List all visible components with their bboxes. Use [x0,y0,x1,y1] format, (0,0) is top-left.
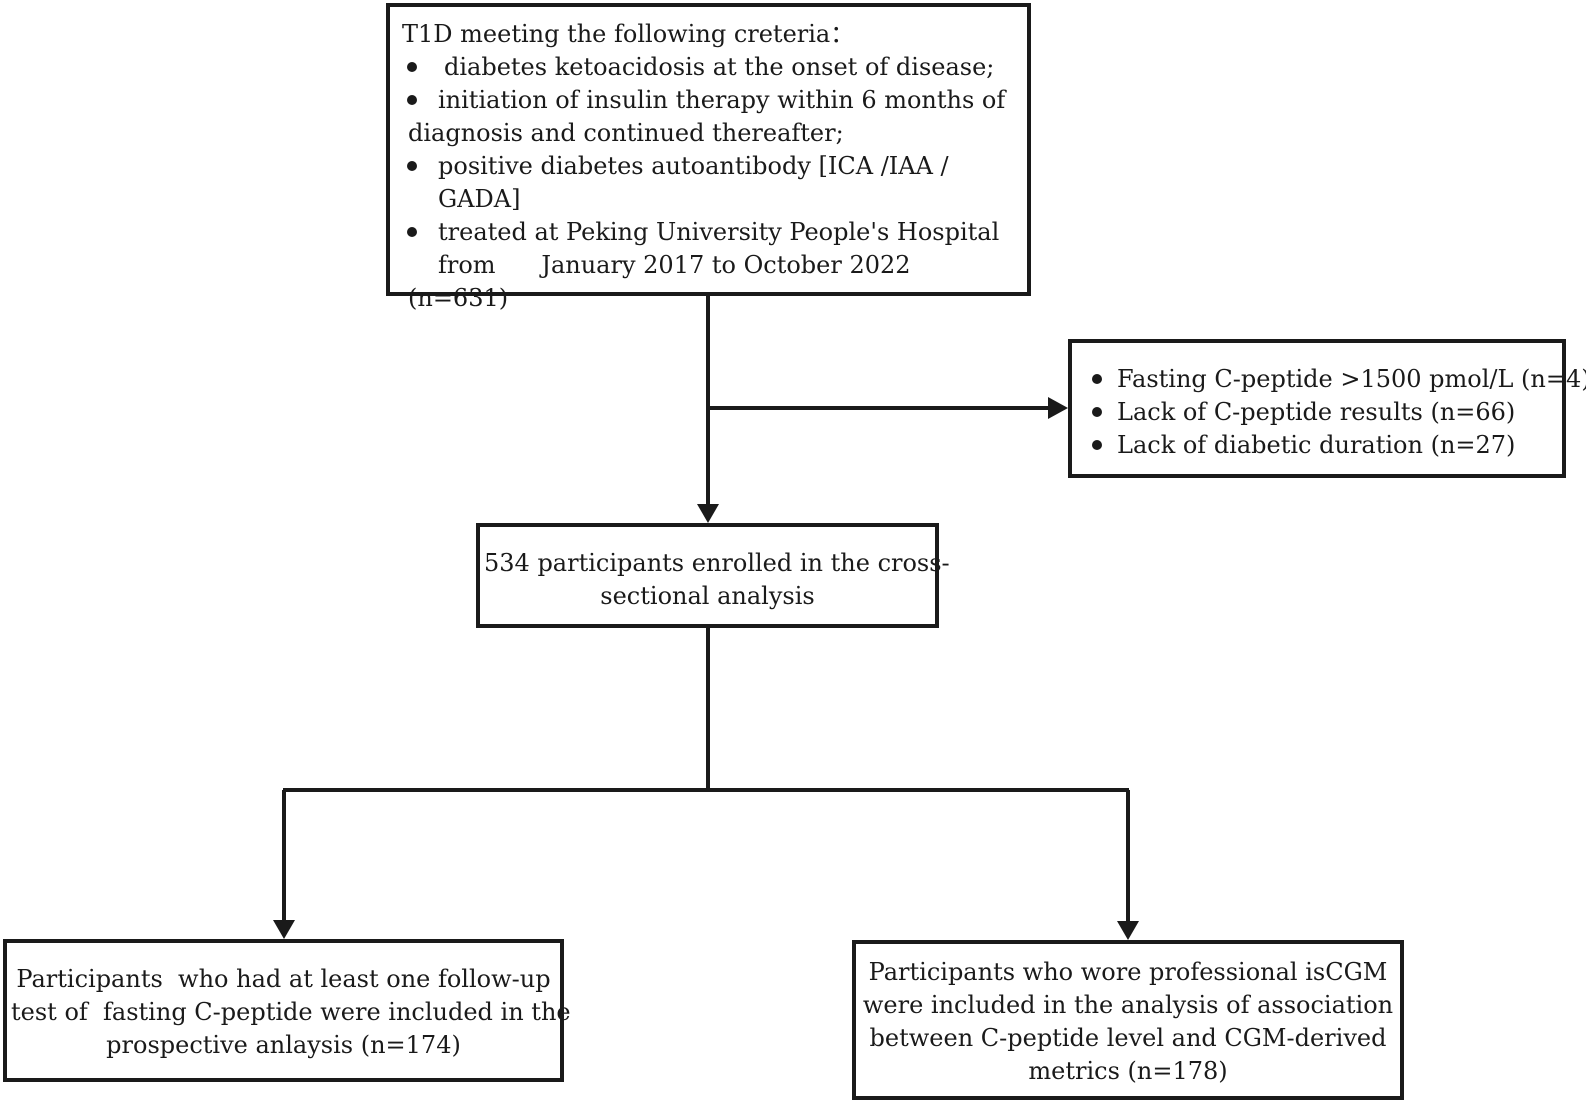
criteria-item-text: treated at Peking University People's Ho… [438,218,1000,246]
criteria-item-ketoacidosis: diabetes ketoacidosis at the onset of di… [402,51,1017,84]
bullet-icon [407,62,417,72]
exclusion-item-text: Lack of C-peptide results (n=66) [1117,398,1516,426]
bullet-icon [407,95,417,105]
exclusion-item-text: Fasting C-peptide >1500 pmol/L (n=4) [1117,365,1586,393]
enrolled-box: 534 participants enrolled in the cross- … [476,523,950,628]
iscgm-analysis-box: Participants who wore professional isCGM… [852,940,1404,1100]
criteria-item-text: positive diabetes autoantibody [ICA /IAA… [438,152,949,213]
criteria-count: (n=631) [408,284,509,312]
enrolled-text-line: sectional analysis [600,582,815,610]
inclusion-criteria-box: T1D meeting the following creteria： diab… [386,3,1031,312]
arrowhead-to-enrolled [697,504,719,523]
criteria-item-text-continued: diagnosis and continued thereafter; [408,119,844,147]
prospective-text-line: test of fasting C-peptide were included … [11,998,571,1026]
prospective-analysis-box: Participants who had at least one follow… [3,939,571,1082]
arrowhead-to-prospective [273,920,295,939]
prospective-text-line: Participants who had at least one follow… [16,965,551,993]
criteria-item-text-continued: from January 2017 to October 2022 [438,251,911,279]
iscgm-text-line: Participants who wore professional isCGM [868,958,1388,986]
criteria-item-text: initiation of insulin therapy within 6 m… [438,86,1006,114]
criteria-item-hospital: treated at Peking University People's Ho… [402,216,1017,282]
enrolled-text-line: 534 participants enrolled in the cross- [484,549,950,577]
criteria-list: diabetes ketoacidosis at the onset of di… [402,51,1017,282]
bullet-icon [1092,440,1102,450]
criteria-item-text: diabetes ketoacidosis at the onset of di… [444,53,995,81]
exclusion-item-text: Lack of diabetic duration (n=27) [1117,431,1516,459]
exclusion-item-fasting-cpeptide: Fasting C-peptide >1500 pmol/L (n=4) [1084,363,1586,396]
criteria-item-autoantibody: positive diabetes autoantibody [ICA /IAA… [402,150,1017,216]
iscgm-text-line: were included in the analysis of associa… [862,991,1394,1019]
exclusion-item-lack-duration: Lack of diabetic duration (n=27) [1084,429,1556,462]
bullet-icon [407,227,417,237]
arrowhead-to-exclusions [1048,397,1068,419]
iscgm-text-line: metrics (n=178) [1028,1057,1228,1085]
exclusions-box: Fasting C-peptide >1500 pmol/L (n=4) Lac… [1068,339,1586,478]
criteria-title: T1D meeting the following creteria： [402,20,855,48]
prospective-text-line: prospective anlaysis (n=174) [106,1031,461,1059]
criteria-item-insulin: initiation of insulin therapy within 6 m… [402,84,1017,150]
exclusion-item-lack-cpeptide: Lack of C-peptide results (n=66) [1084,396,1556,429]
bullet-icon [1092,374,1102,384]
iscgm-text-line: between C-peptide level and CGM-derived [869,1024,1387,1052]
bullet-icon [1092,407,1102,417]
bullet-icon [407,161,417,171]
arrowhead-to-iscgm [1117,921,1139,940]
